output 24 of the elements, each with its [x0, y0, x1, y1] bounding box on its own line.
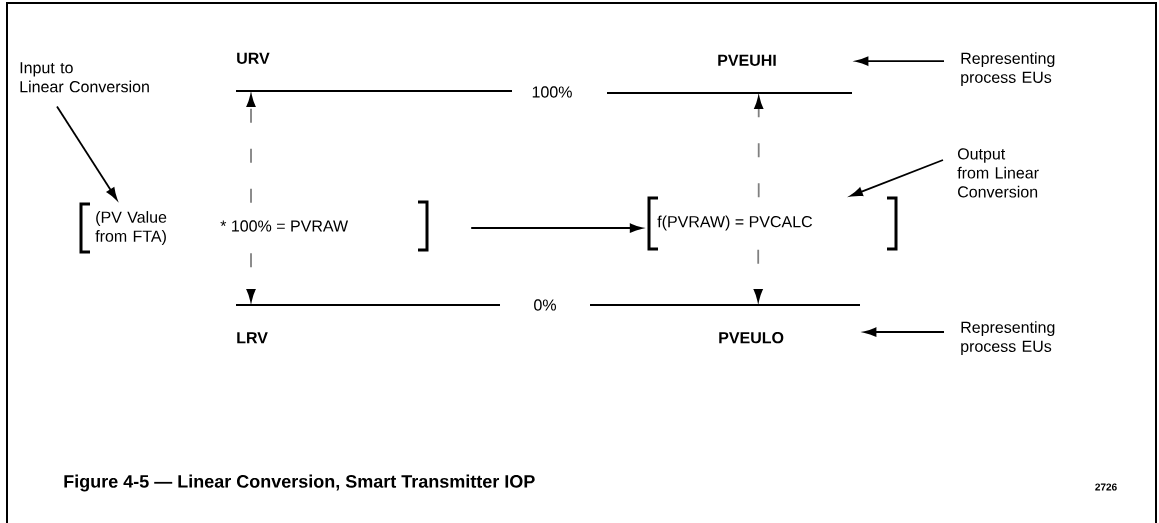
arrow	[470, 223, 643, 233]
figure-caption: Figure 4-5 — Linear Conversion, Smart Transmitter IOP	[64, 474, 535, 492]
arrow	[855, 56, 945, 66]
arrow	[246, 252, 256, 302]
level-label: PVEULO	[719, 332, 784, 344]
arrow	[850, 159, 944, 197]
level-label: URV	[237, 52, 270, 64]
formula-text: * 100% = PVRAW	[220, 220, 349, 232]
level-label: PVEUHI	[718, 54, 776, 66]
formula-text: (PV Value from FTA)	[95, 211, 167, 245]
arrow	[246, 94, 256, 204]
arrow	[754, 96, 764, 199]
arrow	[56, 105, 118, 200]
percent-label: 0%	[531, 297, 559, 313]
figure-number: 2726	[1092, 481, 1120, 493]
callout-text: Output from Linear Conversion	[957, 148, 1039, 198]
formula-text: f(PVRAW) = PVCALC	[657, 215, 813, 231]
arrow	[863, 327, 945, 337]
percent-label: 100%	[529, 84, 575, 100]
callout-text: Input to Linear Conversion	[20, 62, 149, 93]
arrow	[753, 248, 763, 302]
callout-text: Representing process EUs	[961, 321, 1055, 356]
callout-text: Representing process EUs	[961, 52, 1055, 87]
level-label: LRV	[237, 332, 268, 344]
